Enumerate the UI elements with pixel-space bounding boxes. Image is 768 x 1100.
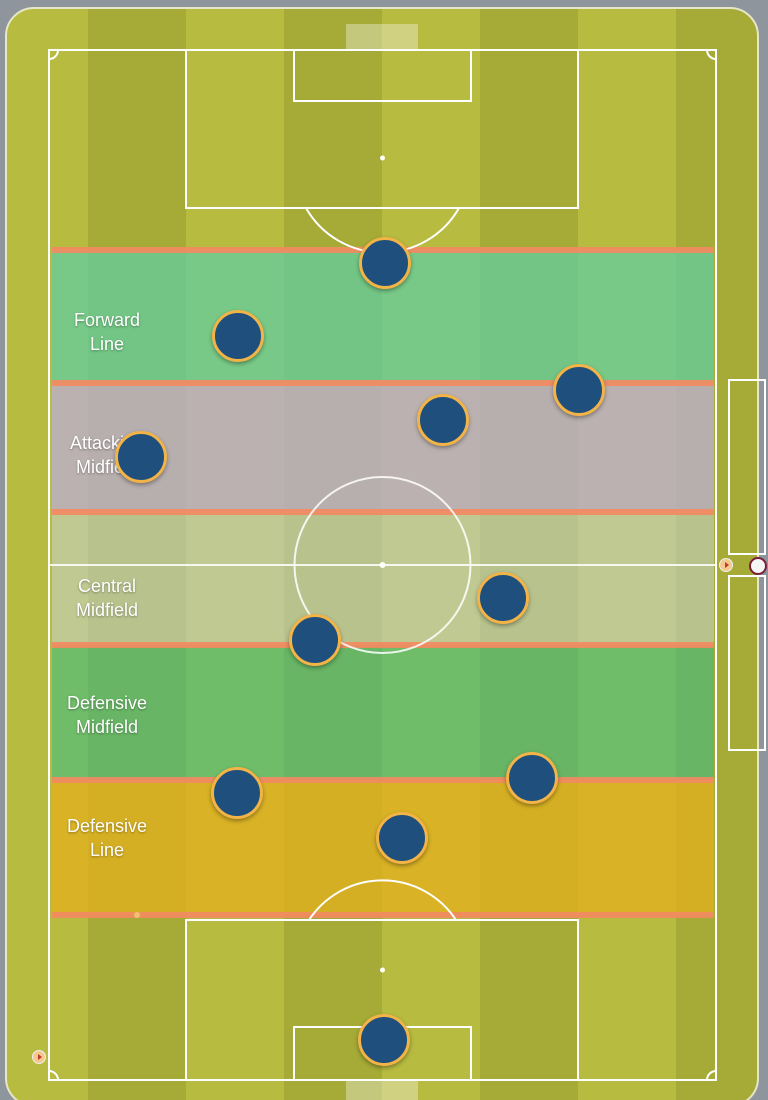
side-marker-right[interactable] bbox=[719, 558, 733, 572]
corner-arc bbox=[706, 1070, 717, 1081]
corner-arc bbox=[48, 49, 59, 60]
player-token[interactable] bbox=[553, 364, 605, 416]
player-token[interactable] bbox=[211, 767, 263, 819]
side-marker-bottom-left[interactable] bbox=[32, 1050, 46, 1064]
corner-arc bbox=[706, 49, 717, 60]
zone-divider bbox=[52, 777, 714, 783]
goal-top bbox=[346, 24, 418, 50]
player-token[interactable] bbox=[417, 394, 469, 446]
zone-divider bbox=[52, 509, 714, 515]
penalty-arc-bottom bbox=[308, 879, 457, 921]
goal-box-top bbox=[293, 49, 472, 102]
player-token[interactable] bbox=[358, 1014, 410, 1066]
pitch-markings bbox=[48, 24, 766, 1100]
center-spot bbox=[379, 562, 386, 568]
player-token[interactable] bbox=[289, 614, 341, 666]
center-circle bbox=[293, 476, 472, 654]
zone-divider bbox=[52, 380, 714, 386]
player-token[interactable] bbox=[359, 237, 411, 289]
player-token[interactable] bbox=[506, 752, 558, 804]
zone-band-defensive-midfield bbox=[52, 645, 714, 780]
bench-panel-bottom bbox=[728, 575, 766, 751]
goal-bottom bbox=[346, 1080, 418, 1100]
penalty-spot-top bbox=[380, 155, 385, 161]
zone-divider bbox=[52, 642, 714, 648]
player-token[interactable] bbox=[212, 310, 264, 362]
player-token[interactable] bbox=[115, 431, 167, 483]
corner-arc bbox=[48, 1070, 59, 1081]
zone-band-central-midfield bbox=[52, 512, 714, 645]
zone-divider bbox=[52, 912, 714, 918]
player-token[interactable] bbox=[376, 812, 428, 864]
penalty-spot-bottom bbox=[380, 967, 385, 973]
bench-panel-top bbox=[728, 379, 766, 555]
zone-bands bbox=[52, 247, 714, 918]
player-token[interactable] bbox=[477, 572, 529, 624]
ball-icon[interactable] bbox=[749, 557, 767, 575]
zone-handle[interactable] bbox=[134, 912, 140, 918]
